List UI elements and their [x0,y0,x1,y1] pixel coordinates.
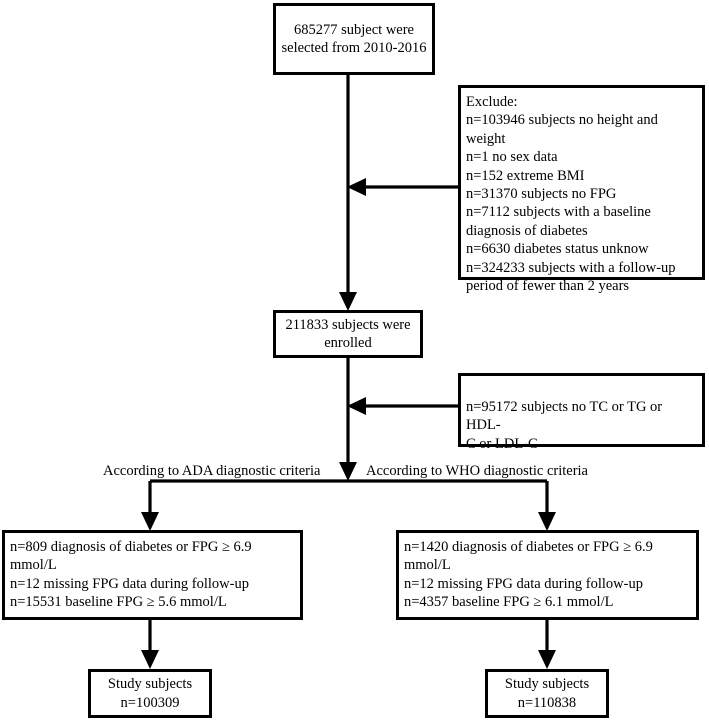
enrolled-line2: enrolled [324,335,372,351]
node-exclusion-2: n=95172 subjects no TC or TG or HDL- C o… [458,373,705,452]
exclusion-1-line-2: n=1 no sex data [466,149,558,166]
ada-exclusions-line-3: n=12 missing FPG data during follow-up [10,575,249,592]
ada-exclusions-line-4: n=15531 baseline FPG ≥ 5.6 mmol/L [10,594,227,611]
arrowhead-who-exclusions [538,512,556,531]
arrowhead-who-result [538,650,556,669]
enrolled-line1: 211833 subjects were [285,316,411,333]
exclusion-1-line-8: n=324233 subjects with a follow-up [466,259,676,276]
who-result-line1: Study subjects [504,676,590,693]
node-who-result: Study subjects n=110838 [485,669,609,718]
arrowhead-exclusion1 [347,178,366,196]
node-ada-exclusions: n=809 diagnosis of diabetes or FPG ≥ 6.9… [2,530,303,620]
exclusion-2-line-1: n=95172 subjects no TC or TG or HDL- [466,399,663,434]
ada-result-line1: Study subjects [107,676,193,693]
source-cohort-line2: selected from 2010-2016 [281,40,427,56]
ada-exclusions-line-2: mmol/L [10,557,57,574]
who-exclusions-line-1: n=1420 diagnosis of diabetes or FPG ≥ 6.… [404,539,653,555]
who-exclusions-line-4: n=4357 baseline FPG ≥ 6.1 mmol/L [404,594,614,611]
node-ada-result: Study subjects n=100309 [88,669,212,718]
node-who-exclusions: n=1420 diagnosis of diabetes or FPG ≥ 6.… [396,530,699,620]
who-exclusions-line-2: mmol/L [404,557,451,574]
arrowhead-to-enrolled [339,292,357,311]
node-enrolled: 211833 subjects were enrolled [273,310,423,358]
node-exclusion-1: Exclude: n=103946 subjects no height and… [458,85,705,294]
arrowhead-to-split [339,462,357,481]
who-result-line2: n=110838 [517,694,577,711]
exclusion-1-line-9: period of fewer than 2 years [466,278,630,295]
exclusion-1-line-1: n=103946 subjects no height and weight [466,112,658,147]
ada-exclusions-line-1: n=809 diagnosis of diabetes or FPG ≥ 6.9 [10,539,252,555]
who-exclusions-line-3: n=12 missing FPG data during follow-up [404,575,643,592]
exclusion-1-heading: Exclude: [466,94,518,110]
exclusion-1-line-6: diagnosis of diabetes [466,222,588,239]
exclusion-2-line-2: C or LDL-C [466,435,538,452]
label-who-branch: According to WHO diagnostic criteria [366,463,588,479]
arrowhead-exclusion2 [347,397,366,415]
label-ada-branch: According to ADA diagnostic criteria [103,463,321,479]
exclusion-1-line-5: n=7112 subjects with a baseline [466,204,651,221]
exclusion-1-line-3: n=152 extreme BMI [466,167,585,184]
exclusion-1-line-4: n=31370 subjects no FPG [466,186,617,203]
ada-result-line2: n=100309 [120,694,180,711]
exclusion-1-line-7: n=6630 diabetes status unknow [466,241,649,258]
node-source-cohort: 685277 subject were selected from 2010-2… [273,3,435,75]
source-cohort-line1: 685277 subject were [294,21,414,38]
arrowhead-ada-exclusions [141,512,159,531]
arrowhead-ada-result [141,650,159,669]
